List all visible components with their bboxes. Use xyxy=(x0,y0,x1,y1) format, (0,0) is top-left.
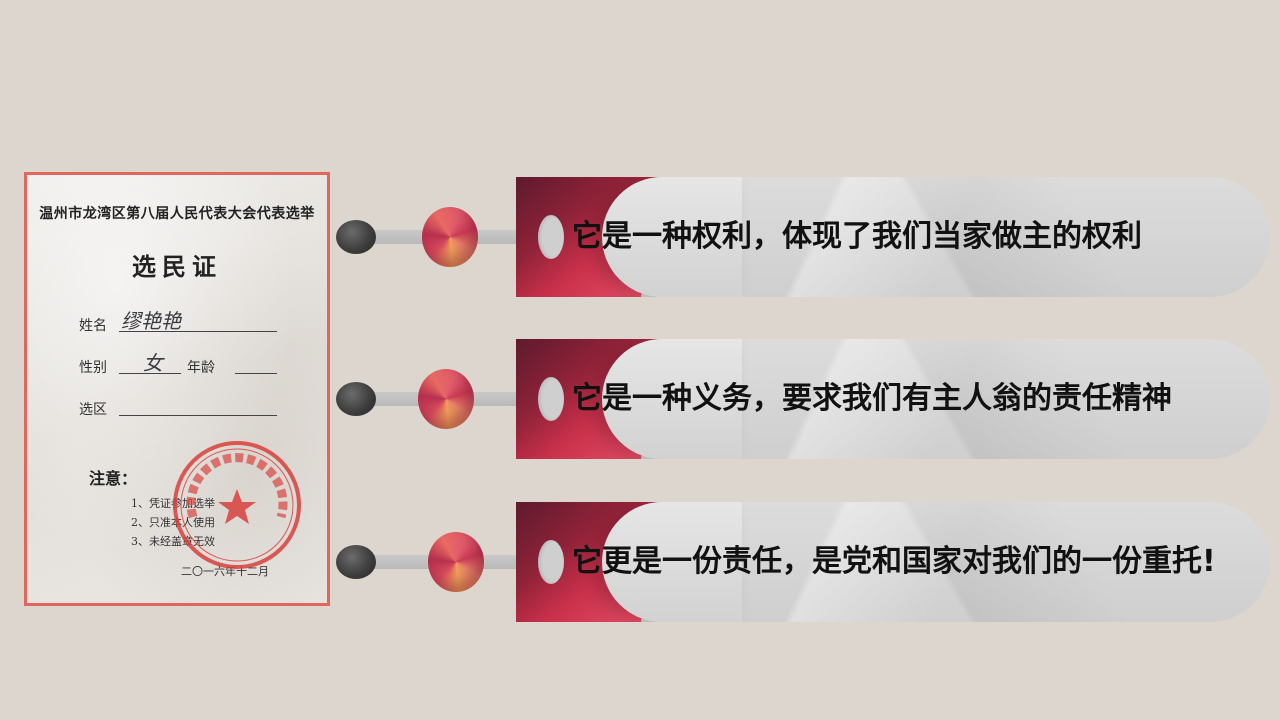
banner-knob xyxy=(538,377,564,421)
polygon-ball-icon xyxy=(428,532,484,592)
dark-node-icon xyxy=(336,545,376,579)
dark-node-icon xyxy=(336,220,376,254)
card-subtitle: 选民证 xyxy=(132,252,222,281)
district-underline xyxy=(119,415,277,416)
name-underline xyxy=(119,331,277,332)
notice-item: 3、未经盖章无效 xyxy=(131,535,215,548)
banner-knob xyxy=(538,215,564,259)
name-value: 缪艳艳 xyxy=(121,309,181,333)
banner-curl xyxy=(602,339,742,459)
statement-text: 它更是一份责任，是党和国家对我们的一份重托! xyxy=(572,544,1216,579)
gender-value: 女 xyxy=(143,351,163,375)
statement-banner xyxy=(516,502,1270,622)
banner-knob xyxy=(538,540,564,584)
statement-row-1: 它是一种权利，体现了我们当家做主的权利 xyxy=(330,177,1280,297)
card-date: 二〇一六年十二月 xyxy=(181,565,269,578)
name-label: 姓名 xyxy=(79,318,107,334)
age-label: 年龄 xyxy=(187,360,215,376)
statement-text: 它是一种权利，体现了我们当家做主的权利 xyxy=(572,219,1142,254)
voter-card-image: 温州市龙湾区第八届人民代表大会代表选举 选民证 姓名 缪艳艳 性别 女 年龄 选… xyxy=(24,172,330,606)
statement-row-2: 它是一种义务，要求我们有主人翁的责任精神 xyxy=(330,339,1280,459)
card-paper xyxy=(27,175,327,603)
card-title: 温州市龙湾区第八届人民代表大会代表选举 xyxy=(39,206,315,222)
notice-title: 注意： xyxy=(89,469,138,488)
banner-curl xyxy=(602,177,742,297)
polygon-ball-icon xyxy=(422,207,478,267)
official-seal-stamp xyxy=(173,441,301,569)
statement-text: 它是一种义务，要求我们有主人翁的责任精神 xyxy=(572,381,1172,416)
dark-node-icon xyxy=(336,382,376,416)
notice-item: 2、只准本人使用 xyxy=(131,516,215,529)
polygon-ball-icon xyxy=(418,369,474,429)
banner-curl xyxy=(602,502,742,622)
gender-underline xyxy=(119,373,181,374)
age-underline xyxy=(235,373,277,374)
gender-label: 性别 xyxy=(79,360,107,376)
statement-row-3: 它更是一份责任，是党和国家对我们的一份重托! xyxy=(330,502,1280,622)
district-label: 选区 xyxy=(79,402,107,418)
